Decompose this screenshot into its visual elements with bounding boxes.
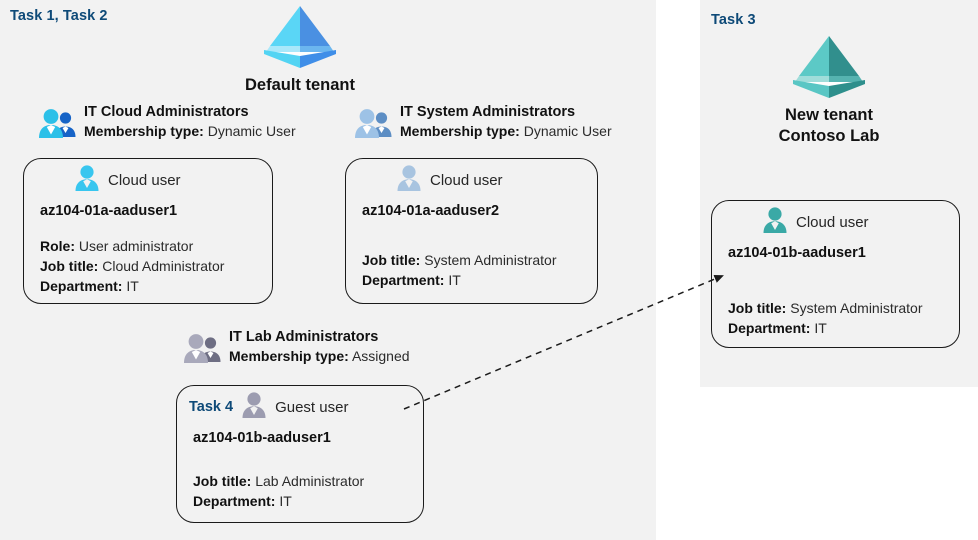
property-value: IT [126,277,139,294]
default-tenant-panel [0,0,656,540]
group-name: IT Cloud Administrators [84,104,249,120]
user-property-department: Department: IT [40,277,272,297]
property-value: System Administrator [790,300,923,316]
user-property-department: Department: IT [362,271,597,291]
property-label: Department: [362,271,445,288]
property-label: Job title: [40,257,99,274]
new-tenant-block: New tenant Contoso Lab [744,32,914,147]
group-membership-value: Dynamic User [523,123,612,140]
task-label-left: Task 1, Task 2 [10,8,108,24]
user-properties: Role: User administrator Job title: Clou… [40,237,272,297]
user-property-job-title: Job title: Cloud Administrator [40,257,272,277]
azure-ad-tenant-icon [215,2,385,75]
property-value: Lab Administrator [255,473,365,489]
guest-user-icon [241,391,267,424]
cloud-user-icon [762,206,788,239]
property-label: Department: [193,492,276,509]
user-property-department: Department: IT [193,492,423,512]
user-property-department: Department: IT [728,319,959,339]
group-membership-type: Membership type: Assigned [229,347,410,367]
user-principal-name: az104-01a-aaduser1 [40,203,178,219]
group-name: IT System Administrators [400,104,576,120]
new-tenant-name-line1: New tenant [784,106,873,124]
group-membership-value: Dynamic User [207,123,296,140]
user-card-az104-01a-aaduser1[interactable]: Cloud user az104-01a-aaduser1 Role: User… [23,158,273,304]
property-value: System Administrator [424,252,557,268]
property-label: Department: [40,277,123,294]
user-type-label: Cloud user [796,213,869,231]
group-it-lab-administrators: IT Lab Administrators Membership type: A… [183,328,410,371]
user-properties: Job title: System Administrator Departme… [728,299,959,339]
user-principal-name: az104-01a-aaduser2 [362,203,500,219]
user-group-icon [183,332,223,371]
user-card-az104-01b-aaduser1-cloud[interactable]: Cloud user az104-01b-aaduser1 Job title:… [711,200,960,348]
user-property-role: Role: User administrator [40,237,272,257]
cloud-user-icon [74,164,100,197]
property-value: IT [814,319,827,336]
user-principal-name: az104-01b-aaduser1 [728,245,866,261]
property-label: Role: [40,238,75,254]
user-principal-name: az104-01b-aaduser1 [193,430,331,446]
property-label: Job title: [728,300,787,316]
user-properties: Job title: Lab Administrator Department:… [193,472,423,512]
task-label-right: Task 3 [711,12,756,28]
user-group-icon [354,107,394,146]
group-it-cloud-administrators: IT Cloud Administrators Membership type:… [38,103,296,146]
default-tenant-block: Default tenant [215,2,385,96]
card-header: Cloud user [24,163,272,197]
card-header: Cloud user [346,163,597,197]
user-type-label: Guest user [275,398,349,416]
card-header: Cloud user [712,205,959,239]
property-value: User administrator [78,238,194,254]
group-membership-label: Membership type: [229,348,349,365]
cloud-user-icon [396,164,422,197]
user-group-icon [38,107,78,146]
property-value: IT [448,271,461,288]
group-membership-type: Membership type: Dynamic User [84,122,296,142]
user-property-job-title: Job title: System Administrator [362,251,597,271]
user-property-job-title: Job title: System Administrator [728,299,959,319]
azure-ad-tenant-icon [744,32,914,105]
user-type-label: Cloud user [108,171,181,189]
group-membership-label: Membership type: [400,123,520,140]
property-value: IT [279,492,292,509]
task-label-inline: Task 4 [189,399,234,415]
user-properties: Job title: System Administrator Departme… [362,251,597,291]
default-tenant-name: Default tenant [244,76,355,94]
new-tenant-name-line2: Contoso Lab [778,127,880,146]
card-header: Task 4 Guest user [177,390,423,424]
property-label: Job title: [362,252,421,268]
user-card-az104-01a-aaduser2[interactable]: Cloud user az104-01a-aaduser2 Job title:… [345,158,598,304]
user-property-job-title: Job title: Lab Administrator [193,472,423,492]
group-membership-label: Membership type: [84,123,204,140]
group-it-system-administrators: IT System Administrators Membership type… [354,103,612,146]
property-value: Cloud Administrator [102,257,225,274]
user-card-az104-01b-aaduser1-guest[interactable]: Task 4 Guest user az104-01b-aaduser1 Job… [176,385,424,523]
property-label: Department: [728,319,811,336]
group-name: IT Lab Administrators [229,329,379,345]
property-label: Job title: [193,473,252,489]
group-membership-value: Assigned [351,348,410,365]
group-membership-type: Membership type: Dynamic User [400,122,612,142]
user-type-label: Cloud user [430,171,503,189]
